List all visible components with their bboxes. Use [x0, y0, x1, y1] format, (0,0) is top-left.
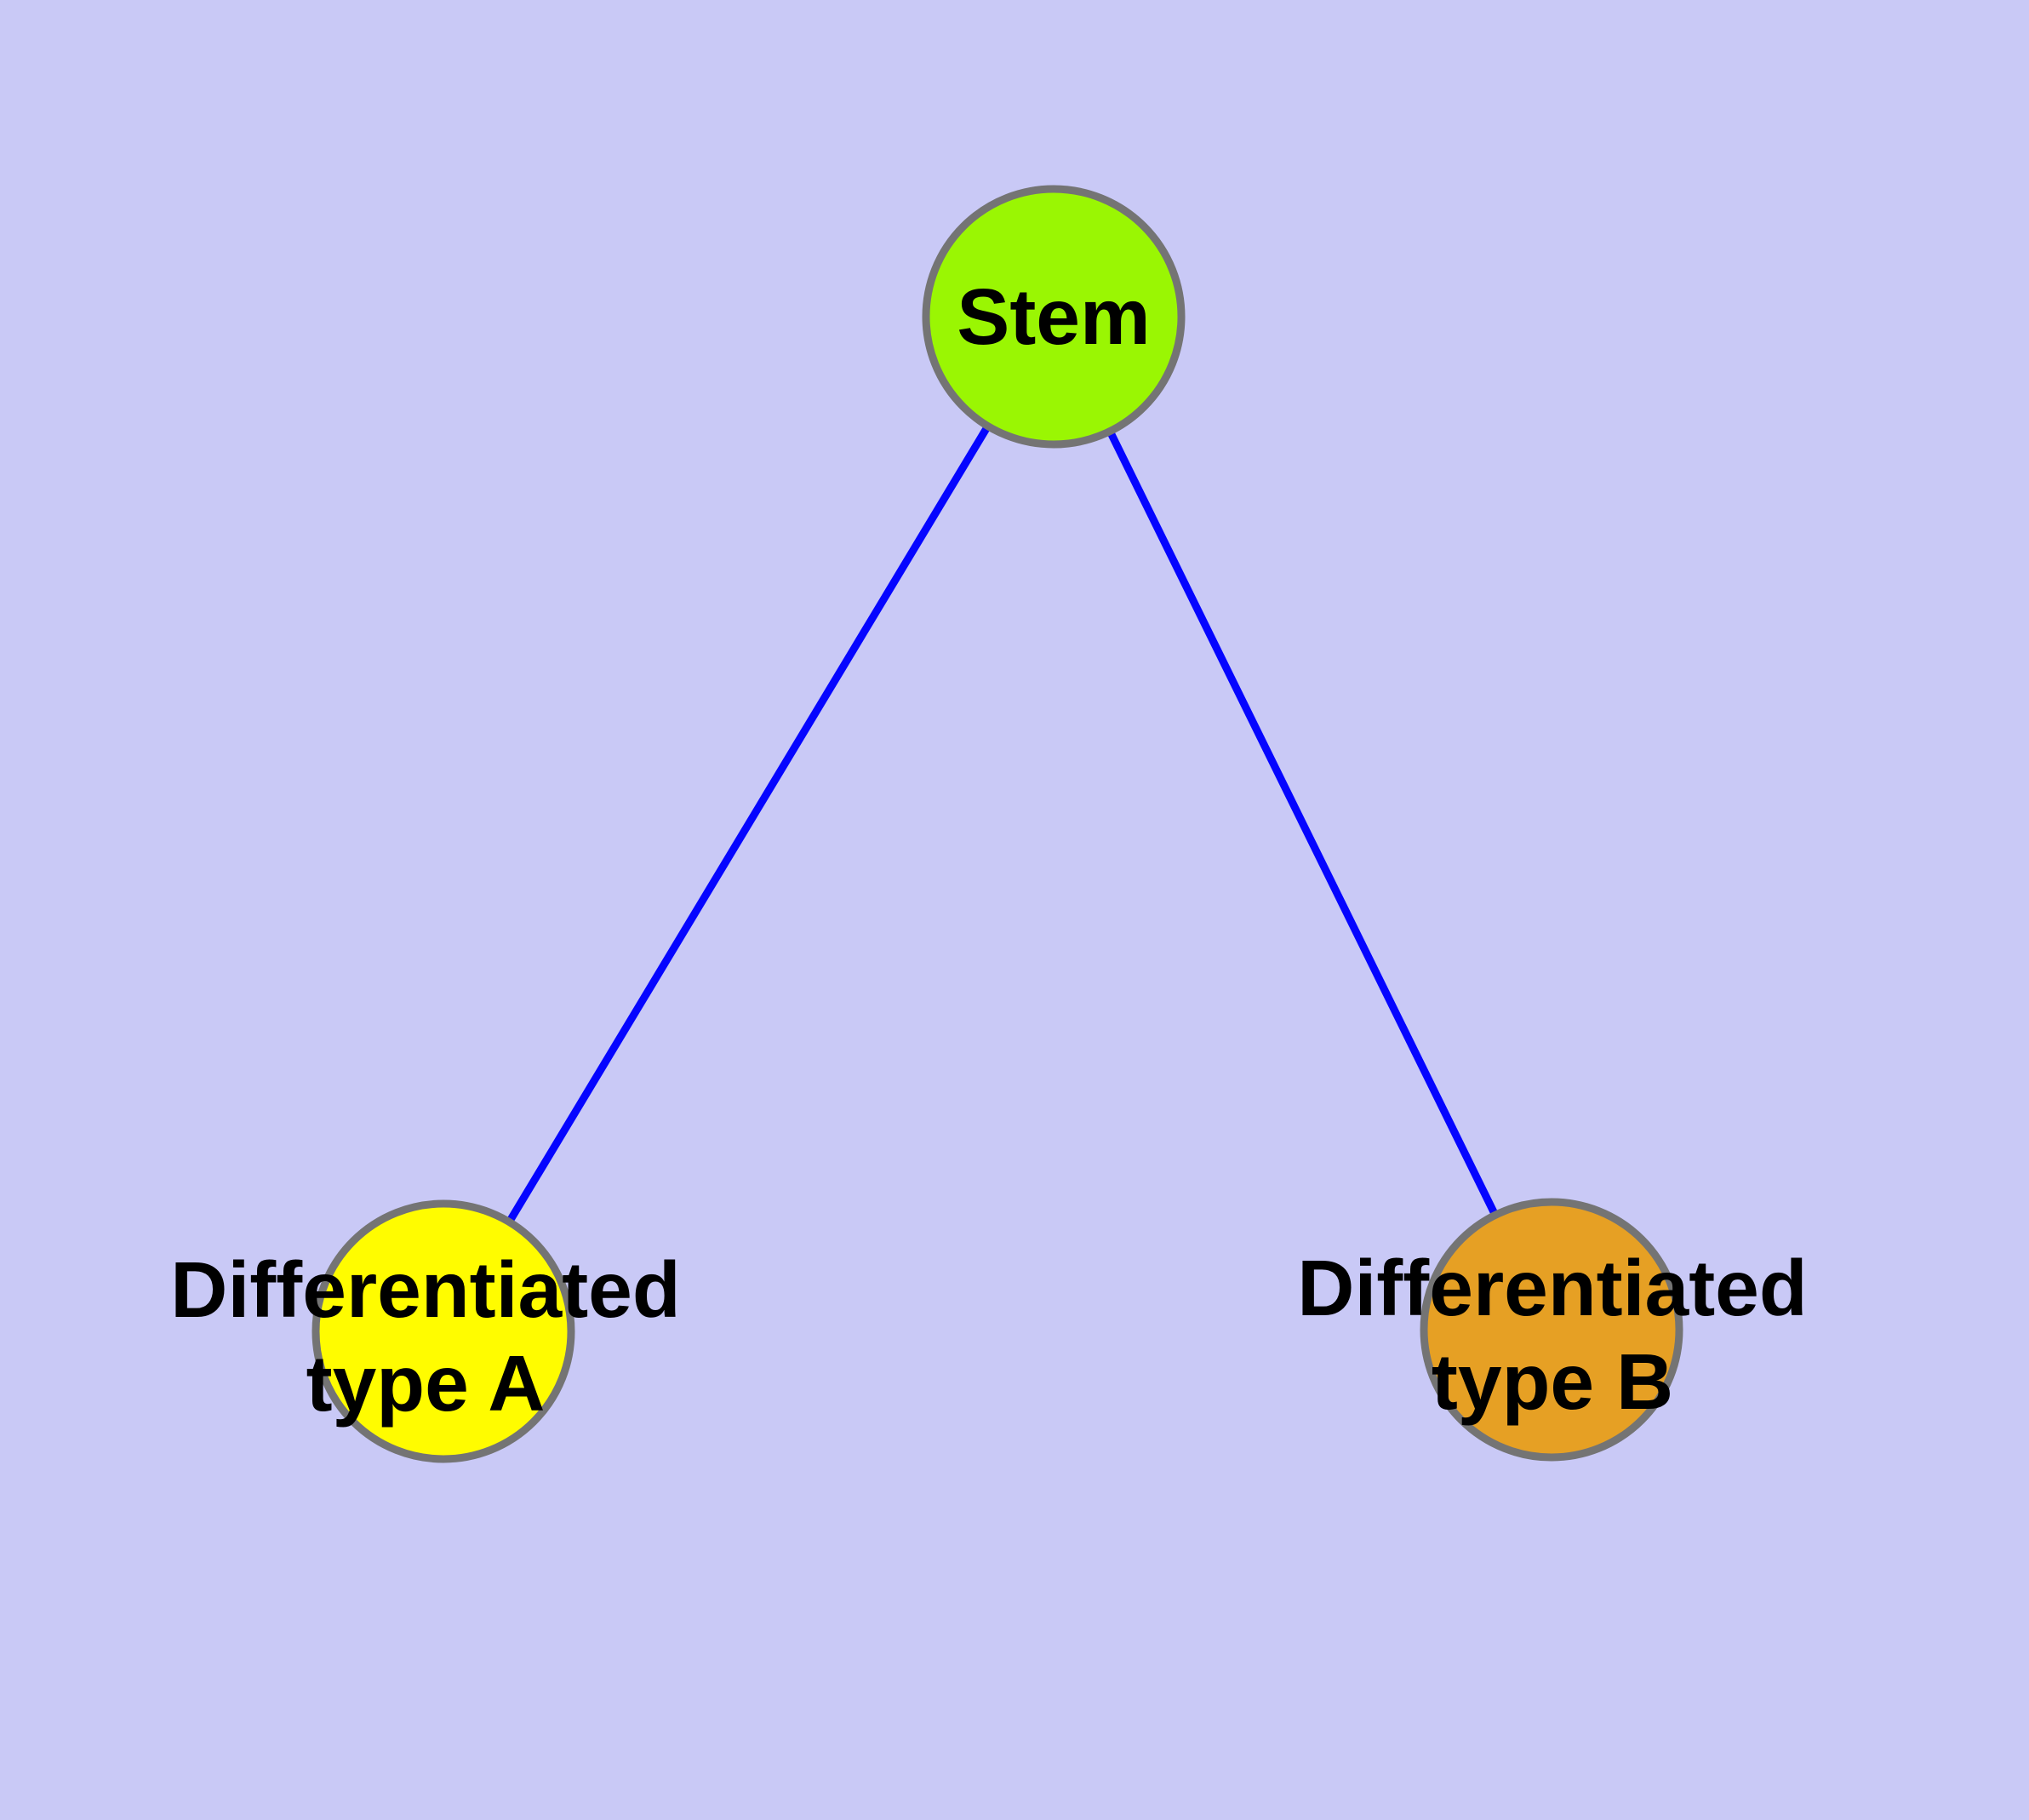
- node-differentiated-type-a: [311, 1199, 575, 1463]
- node-label-differentiated-type-a: Differentiated type A: [170, 1245, 681, 1428]
- node-label-differentiated-type-b: Differentiated type B: [1297, 1244, 1808, 1426]
- edge-stem-to-type-a: [440, 314, 1057, 1334]
- node-differentiated-type-b: [1420, 1198, 1683, 1462]
- node-label-stem: Stem: [957, 272, 1151, 361]
- edge-stem-to-type-b: [1049, 315, 1556, 1331]
- node-stem: [922, 185, 1186, 449]
